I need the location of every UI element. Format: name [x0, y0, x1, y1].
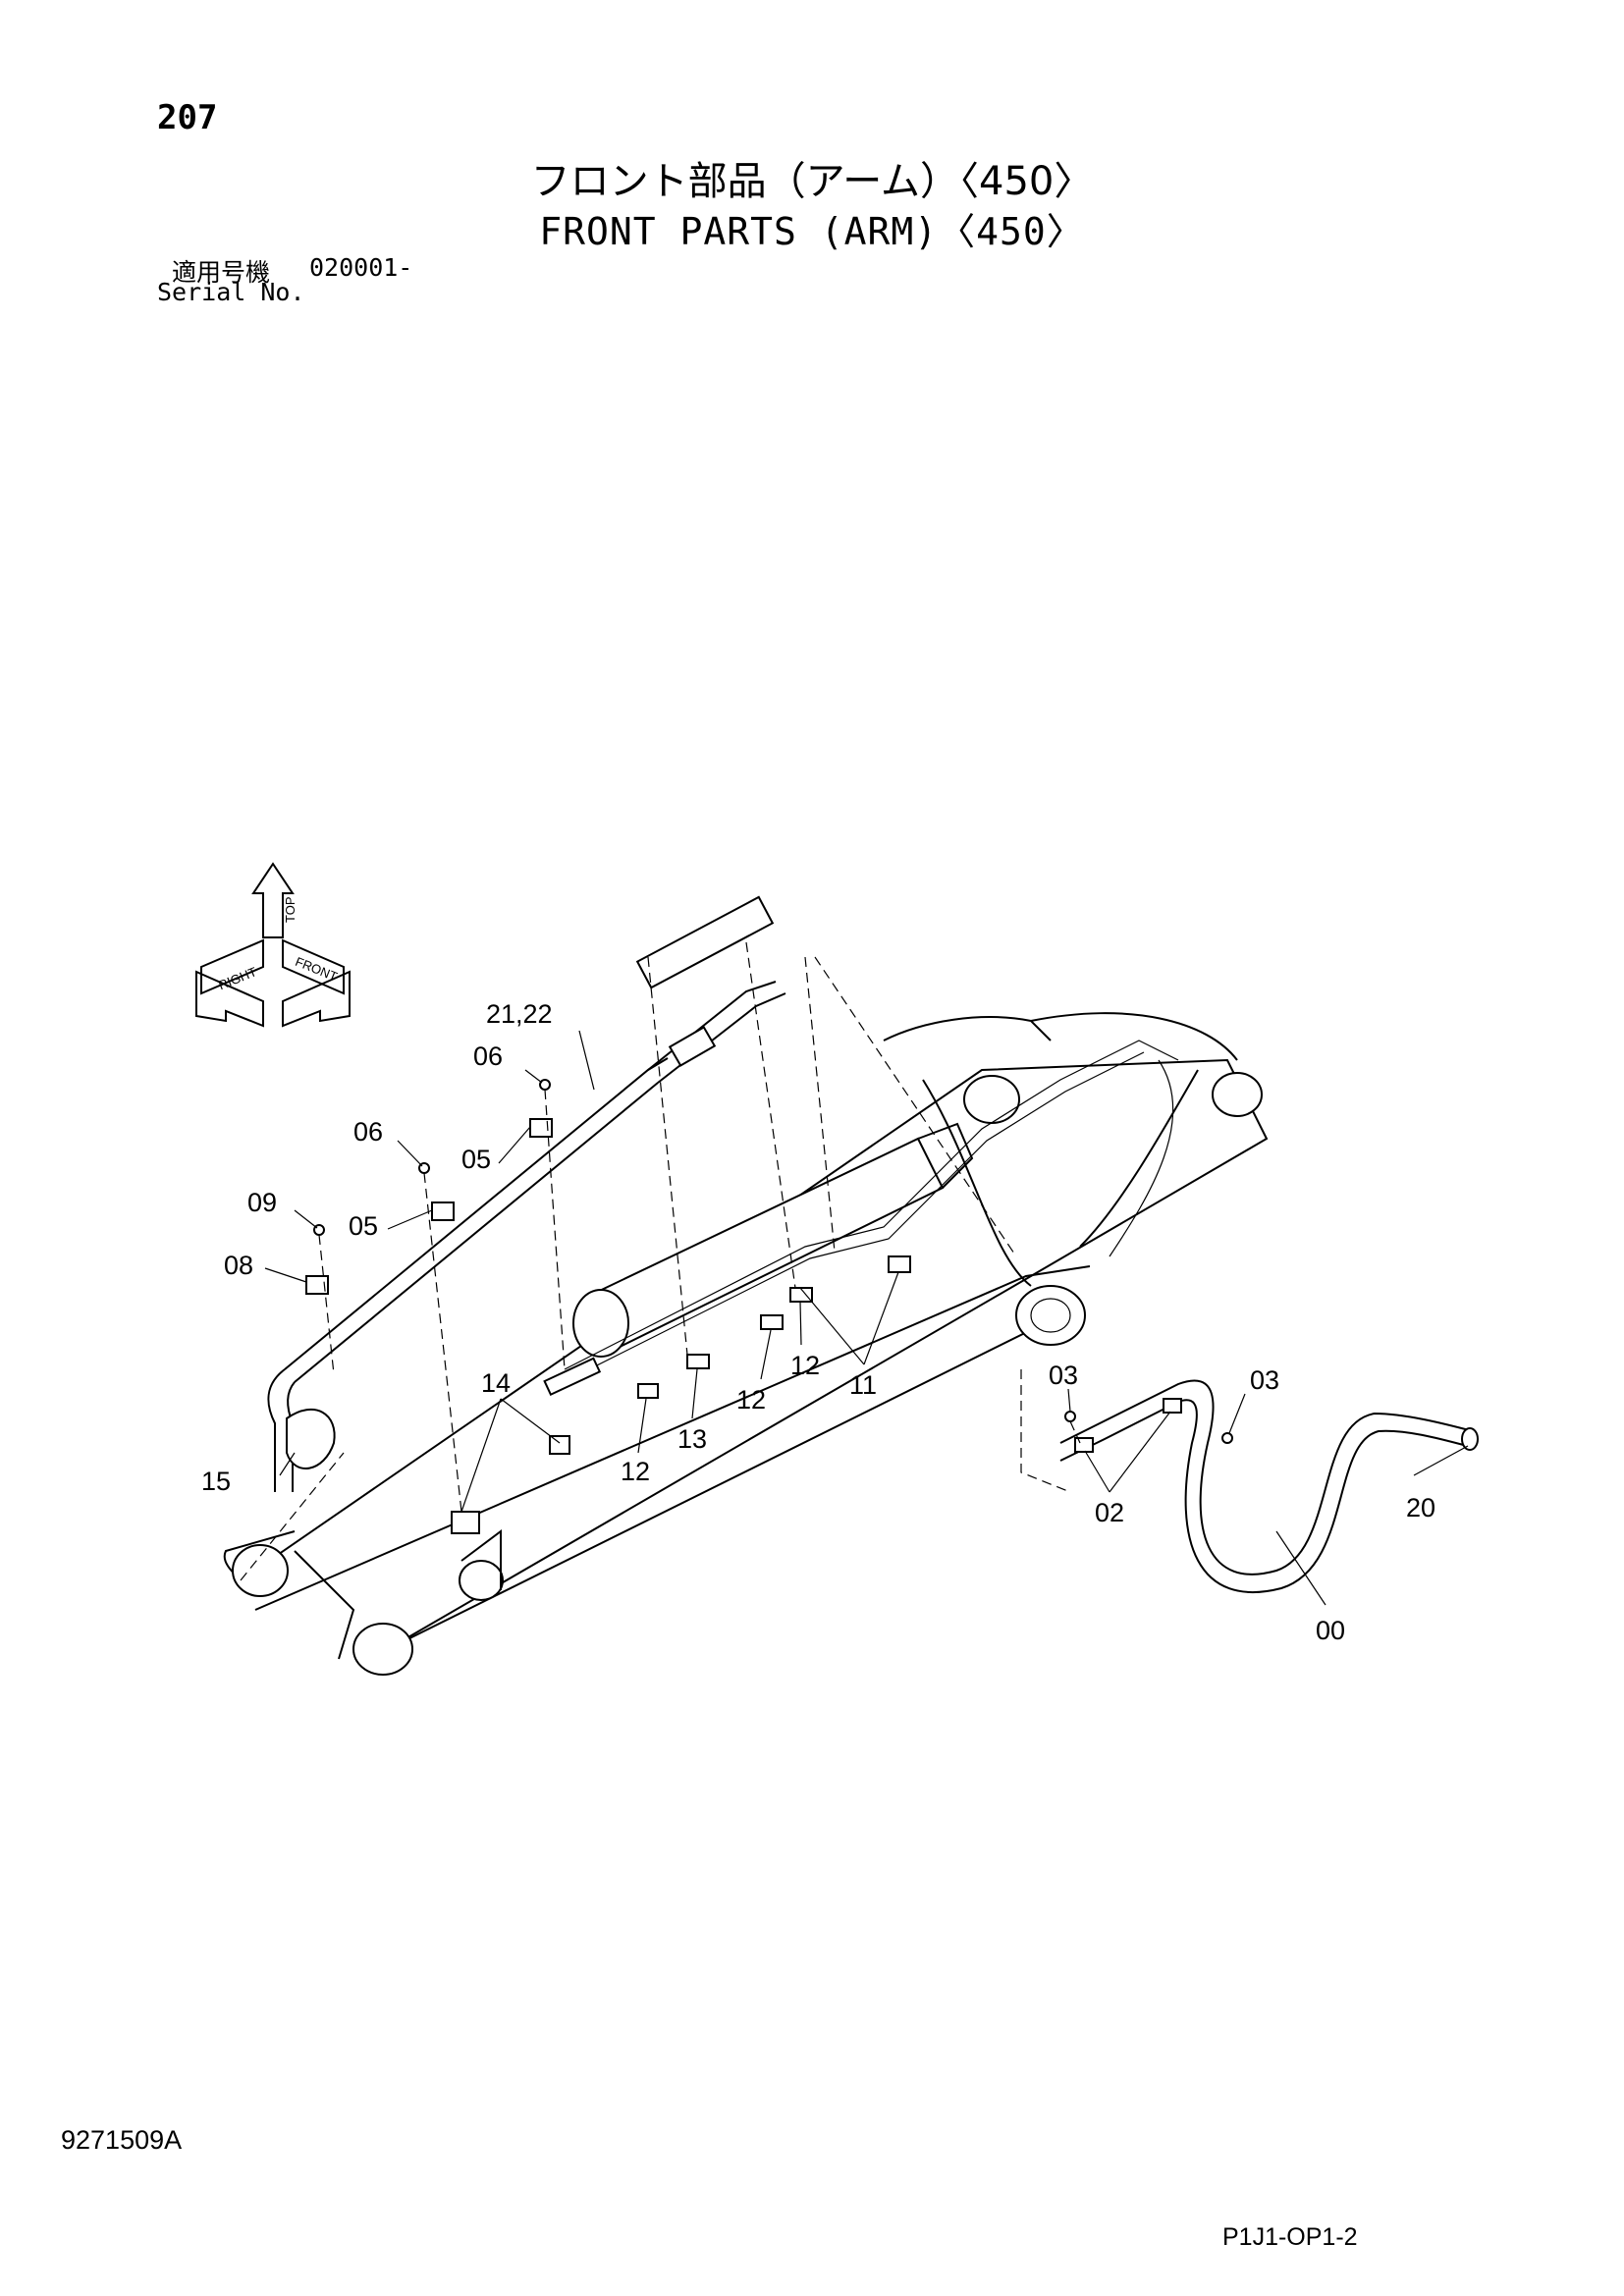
bucket-pin-boss [352, 1623, 413, 1676]
page-number: 207 [157, 98, 218, 137]
bucket-link-boss [232, 1544, 289, 1597]
clamp-block [668, 1026, 717, 1067]
title-japanese: フロント部品（アーム）〈450〉 [530, 159, 1094, 204]
callout-12-a: 12 [621, 1457, 650, 1486]
clamp-11 [888, 1255, 911, 1273]
callout-labels: 21,22 06 05 06 05 09 08 14 15 12 13 12 1… [201, 999, 1435, 1645]
callout-14: 14 [481, 1368, 511, 1398]
arm-pin-boss-end [1212, 1072, 1263, 1117]
arm-body [223, 1012, 1269, 1676]
bolt-03-b [1221, 1432, 1233, 1444]
clamp-12-b [760, 1314, 784, 1330]
callout-12-c: 12 [790, 1351, 820, 1380]
callout-09: 09 [247, 1188, 277, 1217]
callout-03-b: 03 [1250, 1365, 1279, 1395]
callout-03-a: 03 [1049, 1361, 1078, 1390]
callout-06-b: 06 [353, 1117, 383, 1147]
callout-15: 15 [201, 1467, 231, 1496]
clamp-02-b [1163, 1398, 1182, 1414]
bucket-cylinder [572, 1122, 974, 1358]
pipe-bend [267, 1368, 286, 1492]
clamp-08 [305, 1275, 329, 1295]
bolt-06-a [539, 1079, 551, 1091]
orientation-label-top: TOP [283, 897, 298, 924]
callout-11: 11 [849, 1370, 877, 1400]
small-parts [286, 895, 1233, 1534]
title-english: FRONT PARTS (ARM)〈450〉 [539, 210, 1085, 253]
bolt-03-a [1064, 1411, 1076, 1422]
clamp-14-a [451, 1511, 480, 1534]
leader-lines [264, 1030, 1469, 1606]
clamp-12-c [789, 1287, 813, 1303]
callout-13: 13 [677, 1424, 707, 1454]
callout-05-b: 05 [349, 1211, 378, 1241]
clamp-14-c [543, 1357, 602, 1396]
orientation-label-right: RIGHT [216, 964, 258, 992]
callout-06-a: 06 [473, 1041, 503, 1071]
top-arrow-icon [251, 862, 295, 938]
clamp-05-a [529, 1118, 553, 1138]
plate-13 [686, 1354, 710, 1369]
clamp-14-b [549, 1435, 570, 1455]
callout-05-a: 05 [461, 1145, 491, 1174]
serial-label-english: Serial No. [157, 278, 305, 306]
clamp-12-a [637, 1383, 659, 1399]
callout-02: 02 [1095, 1498, 1124, 1527]
serial-label-japanese: 適用号機 [172, 258, 271, 287]
drawing-code: 9271509A [61, 2125, 183, 2155]
link-pin-boss [459, 1560, 504, 1601]
orientation-indicator: TOP RIGHT FRONT [195, 862, 351, 1028]
hose-fitting-20 [1461, 1427, 1479, 1451]
serial-value: 020001- [309, 253, 413, 282]
orientation-label-front: FRONT [294, 954, 340, 985]
cylinder-head [572, 1289, 629, 1358]
page-code: P1J1-OP1-2 [1222, 2223, 1358, 2251]
arm-pin-boss-upper [963, 1075, 1020, 1124]
guard-15 [286, 1408, 336, 1469]
cover-plate [635, 895, 775, 989]
callout-00: 00 [1316, 1616, 1345, 1645]
assembly-lines [240, 941, 1081, 1581]
callout-20: 20 [1406, 1493, 1435, 1522]
hose-00 [1059, 1379, 1474, 1575]
callout-08: 08 [224, 1251, 253, 1280]
callout-21-22: 21,22 [486, 999, 553, 1029]
hose-routing [267, 981, 1479, 1594]
clamp-02-a [1074, 1437, 1094, 1453]
arm-pin-boss-lower [1015, 1285, 1086, 1346]
front-arrow-icon [282, 938, 345, 995]
right-arrow-icon [200, 938, 264, 995]
callout-12-b: 12 [736, 1385, 766, 1415]
clamp-05-b [431, 1201, 455, 1221]
